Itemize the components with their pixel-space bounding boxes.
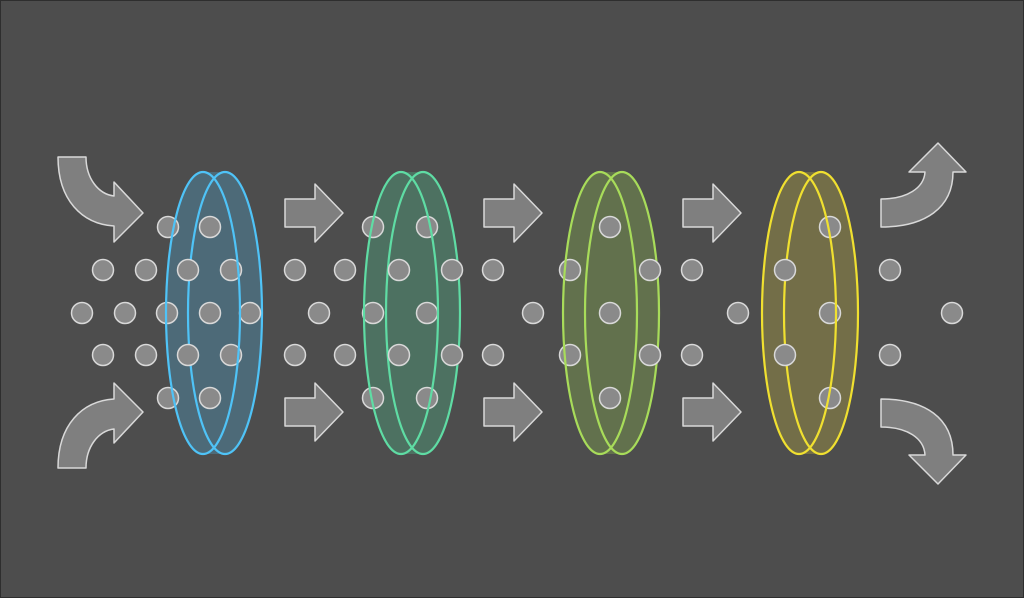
particle xyxy=(176,258,200,282)
particle xyxy=(134,258,158,282)
particle xyxy=(878,258,902,282)
filter-1-rear-rim xyxy=(186,170,264,456)
particle xyxy=(878,343,902,367)
particle xyxy=(219,258,243,282)
particle xyxy=(70,301,94,325)
particle xyxy=(558,343,582,367)
flow-arrow xyxy=(483,382,543,442)
particle xyxy=(176,343,200,367)
flow-arrow xyxy=(284,183,344,243)
particle xyxy=(333,258,357,282)
filter-2-rear-rim xyxy=(384,170,462,456)
particle xyxy=(91,258,115,282)
flow-arrow xyxy=(284,382,344,442)
particle xyxy=(361,301,385,325)
particle xyxy=(940,301,964,325)
filter-1-front-rim xyxy=(164,170,242,456)
particle xyxy=(198,301,222,325)
particle xyxy=(521,301,545,325)
outlet-arrow-bottom xyxy=(880,398,967,485)
particle xyxy=(91,343,115,367)
particle xyxy=(638,258,662,282)
filter-4-front xyxy=(760,170,838,456)
filter-2-back xyxy=(364,170,462,456)
particle xyxy=(558,258,582,282)
flow-arrow xyxy=(483,183,543,243)
particle xyxy=(283,258,307,282)
particle xyxy=(415,301,439,325)
inlet-arrow-bottom xyxy=(57,382,144,469)
particle xyxy=(387,258,411,282)
particle xyxy=(773,343,797,367)
particle xyxy=(598,386,622,410)
inlet-arrow-top xyxy=(57,156,144,243)
particle xyxy=(283,343,307,367)
particle xyxy=(440,258,464,282)
filter-1-front xyxy=(164,170,242,456)
particle xyxy=(219,343,243,367)
particle xyxy=(680,343,704,367)
flow-arrow xyxy=(682,382,742,442)
particle xyxy=(726,301,750,325)
particle xyxy=(481,343,505,367)
particle xyxy=(307,301,331,325)
filter-3-front-rim xyxy=(561,170,639,456)
particle xyxy=(818,301,842,325)
particle xyxy=(198,215,222,239)
particle xyxy=(638,343,662,367)
particle xyxy=(481,258,505,282)
filter-2-front-rim xyxy=(362,170,440,456)
particle xyxy=(238,301,262,325)
particle xyxy=(134,343,158,367)
particle xyxy=(415,386,439,410)
particle xyxy=(680,258,704,282)
filter-4-front-rim xyxy=(760,170,838,456)
filter-4-back xyxy=(762,170,860,456)
filter-2-front xyxy=(362,170,440,456)
outlet-arrow-top xyxy=(880,142,967,228)
particle xyxy=(598,301,622,325)
flow-arrow xyxy=(682,183,742,243)
filter-3-rear-rim xyxy=(583,170,661,456)
filters-front-layer xyxy=(164,170,838,456)
particle xyxy=(415,215,439,239)
particle xyxy=(773,258,797,282)
particle xyxy=(333,343,357,367)
particle xyxy=(387,343,411,367)
particle xyxy=(440,343,464,367)
particle xyxy=(113,301,137,325)
filter-3-front xyxy=(561,170,639,456)
filter-4-rear-rim xyxy=(782,170,860,456)
particle xyxy=(198,386,222,410)
filter-4-band xyxy=(762,172,858,454)
arrows-layer xyxy=(57,142,967,485)
particle xyxy=(598,215,622,239)
filter-2-band xyxy=(364,172,460,454)
